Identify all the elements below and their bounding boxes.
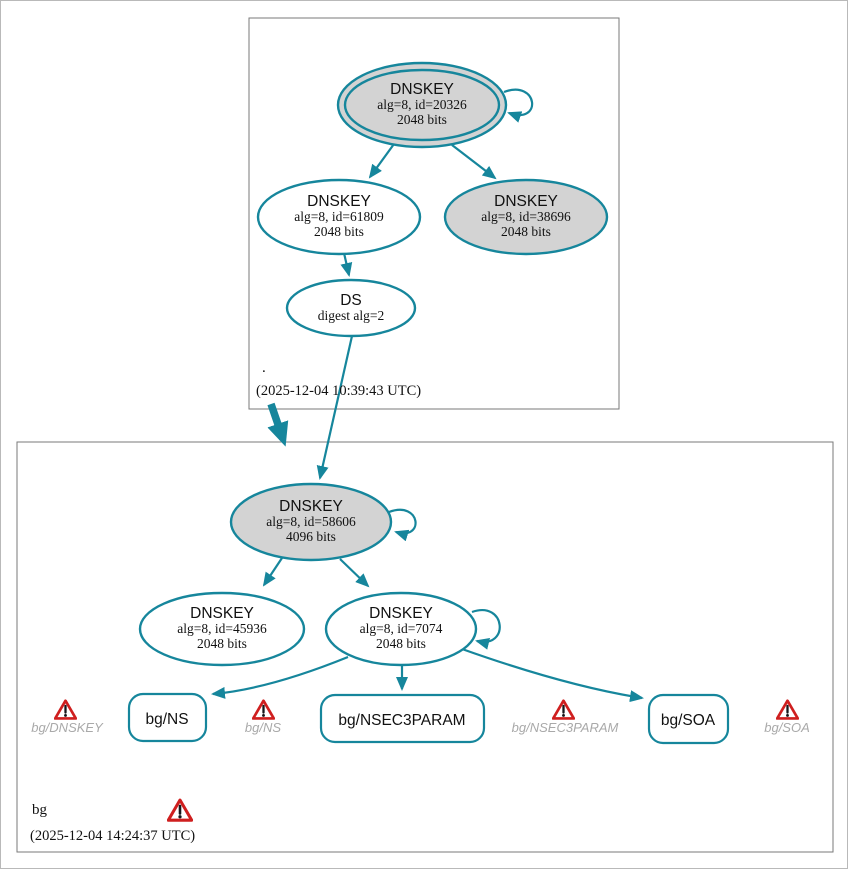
bg-zsk1-detail2: 2048 bits <box>197 636 247 651</box>
bg-zone-label: bg <box>32 802 48 818</box>
warning-icon-bg-nsec3param[interactable] <box>552 699 575 720</box>
root-zone-box <box>248 17 620 410</box>
bg-ksk-title: DNSKEY <box>279 498 343 515</box>
edge-root-ksk-to-ksk2 <box>451 144 497 180</box>
root-ksk-title: DNSKEY <box>390 81 454 98</box>
warning-icon-bg-soa[interactable] <box>776 699 799 720</box>
warning-bg-soa[interactable]: bg/SOA <box>764 699 810 735</box>
root-ksk2-title: DNSKEY <box>494 193 558 210</box>
root-zone-label: . <box>262 360 266 376</box>
warning-bg-nsec3param-label: bg/NSEC3PARAM <box>512 720 619 735</box>
bg-zone-timestamp: (2025-12-04 14:24:37 UTC) <box>30 828 195 844</box>
warning-bg-dnskey[interactable]: bg/DNSKEY <box>31 699 104 735</box>
bg-ksk-detail2: 4096 bits <box>286 529 336 544</box>
warning-icon-bg-ns[interactable] <box>252 699 275 720</box>
bg-zsk2-detail1: alg=8, id=7074 <box>360 621 443 636</box>
warning-icon-bg-dnskey[interactable] <box>54 699 77 720</box>
bg-ksk-node[interactable]: DNSKEY alg=8, id=58606 4096 bits <box>229 482 393 562</box>
root-ksk2-detail1: alg=8, id=38696 <box>481 209 571 224</box>
edge-ds-to-bg-ksk <box>316 335 354 480</box>
root-zsk-title: DNSKEY <box>307 193 371 210</box>
edge-bg-ksk-to-zsk2 <box>339 558 370 588</box>
root-zsk-detail1: alg=8, id=61809 <box>294 209 384 224</box>
warning-bg-soa-label: bg/SOA <box>764 720 810 735</box>
edge-root-zsk-to-ds <box>340 252 353 277</box>
bg-zsk-45936-node[interactable]: DNSKEY alg=8, id=45936 2048 bits <box>138 591 306 667</box>
root-zsk-detail2: 2048 bits <box>314 224 364 239</box>
rrset-bg-soa[interactable]: bg/SOA <box>647 693 730 745</box>
warning-bg-ns[interactable]: bg/NS <box>245 699 281 735</box>
rrset-bg-nsec3param[interactable]: bg/NSEC3PARAM <box>319 693 486 744</box>
rrset-bg-ns-label: bg/NS <box>145 711 188 728</box>
rrset-bg-nsec3param-label: bg/NSEC3PARAM <box>338 712 465 729</box>
edge-bg-zsk2-self-loop <box>471 609 501 650</box>
root-ksk-node[interactable]: DNSKEY alg=8, id=20326 2048 bits <box>336 61 508 149</box>
edge-root-ksk-to-zsk <box>368 143 395 179</box>
edge-delegation-root-to-bg <box>267 402 289 447</box>
bg-zsk2-title: DNSKEY <box>369 605 433 622</box>
root-zone-timestamp: (2025-12-04 10:39:43 UTC) <box>256 383 421 399</box>
warning-bg-nsec3param[interactable]: bg/NSEC3PARAM <box>512 699 619 735</box>
rrset-bg-soa-label: bg/SOA <box>661 712 716 729</box>
bg-zsk1-detail1: alg=8, id=45936 <box>177 621 267 636</box>
edge-bg-zsk2-to-ns <box>211 655 349 699</box>
root-ds-node[interactable]: DS digest alg=2 <box>285 278 417 338</box>
warning-bg-ns-label: bg/NS <box>245 720 281 735</box>
root-ds-title: DS <box>340 292 362 309</box>
warning-icon-bg-zone[interactable] <box>167 798 193 822</box>
root-ksk-detail1: alg=8, id=20326 <box>377 97 467 112</box>
bg-zsk2-detail2: 2048 bits <box>376 636 426 651</box>
edge-bg-zsk2-to-soa <box>461 647 644 703</box>
bg-ksk-detail1: alg=8, id=58606 <box>266 514 356 529</box>
root-ksk2-detail2: 2048 bits <box>501 224 551 239</box>
root-zsk-node[interactable]: DNSKEY alg=8, id=61809 2048 bits <box>256 178 422 256</box>
edge-root-ksk-self-loop <box>503 88 534 123</box>
bg-zone-box <box>16 441 834 853</box>
root-dnskey-38696-node[interactable]: DNSKEY alg=8, id=38696 2048 bits <box>443 178 609 256</box>
warning-bg-dnskey-label: bg/DNSKEY <box>31 720 104 735</box>
edge-bg-ksk-self-loop <box>388 508 417 542</box>
bg-zsk1-title: DNSKEY <box>190 605 254 622</box>
bg-zsk-7074-node[interactable]: DNSKEY alg=8, id=7074 2048 bits <box>324 591 478 667</box>
edge-bg-ksk-to-zsk1 <box>262 557 283 587</box>
root-ksk-detail2: 2048 bits <box>397 112 447 127</box>
rrset-bg-ns[interactable]: bg/NS <box>127 692 208 743</box>
root-ds-detail1: digest alg=2 <box>318 308 384 323</box>
